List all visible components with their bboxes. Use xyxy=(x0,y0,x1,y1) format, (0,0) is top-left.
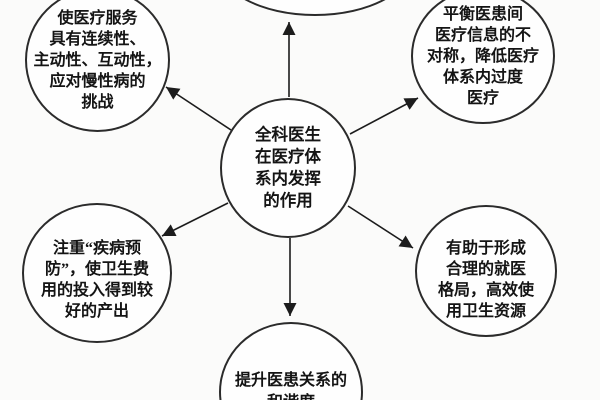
node-top-left-text: 使医疗服务 具有连续性、 主动性、互动性， 应对慢性病的 挑战 xyxy=(33,8,161,113)
node-line: 格局，高效使 xyxy=(437,282,534,299)
node-line: 防”，使卫生费 xyxy=(44,261,149,278)
node-top-right-circle: 平衡医患间 医疗信息的不 对称，降低医疗 体系内过度 医疗 xyxy=(411,0,555,124)
node-line: 平衡医患间 xyxy=(442,5,523,23)
hub-circle: 全科医生 在医疗体 系内发挥 的作用 xyxy=(220,98,356,238)
node-line: 医疗 xyxy=(466,89,499,107)
node-bottom-text: 提升医患关系的 和谐度 xyxy=(235,370,347,400)
hub-line: 在医疗体 xyxy=(255,147,321,166)
node-line: 有助于形成 xyxy=(445,240,526,257)
node-bottom-right-circle: 有助于形成 合理的就医 格局，高效使 用卫生资源 xyxy=(415,205,557,337)
node-line: 和谐度 xyxy=(235,392,347,400)
node-line: 好的产出 xyxy=(64,303,129,320)
hub-line: 系内发挥 xyxy=(255,169,321,188)
node-line: 挑战 xyxy=(81,93,114,111)
node-line: 提升医患关系的 xyxy=(234,372,347,389)
hub-line: 的作用 xyxy=(263,191,313,210)
node-top-circle xyxy=(215,0,415,16)
node-bottom-left-text: 注重“疾病预 防”，使卫生费 用的投入得到较 好的产出 xyxy=(41,224,153,322)
node-line: 具有连续性、 xyxy=(49,30,146,48)
node-line: 合理的就医 xyxy=(445,261,526,278)
node-bottom-right-text: 有助于形成 合理的就医 格局，高效使 用卫生资源 xyxy=(438,220,534,322)
node-line: 使医疗服务 xyxy=(57,9,138,27)
node-line: 医疗信息的不 xyxy=(434,26,531,44)
node-line: 用的投入得到较 xyxy=(40,282,153,299)
arrow-to-bottom-left-node xyxy=(161,202,229,237)
node-line: 体系内过度 xyxy=(442,68,523,86)
arrow-to-top-left-node xyxy=(165,86,232,131)
node-line: 主动性、互动性， xyxy=(33,51,162,69)
hub-line: 全科医生 xyxy=(255,125,321,144)
node-top-right-text: 平衡医患间 医疗信息的不 对称，降低医疗 体系内过度 医疗 xyxy=(427,4,539,109)
arrow-to-bottom-right-node xyxy=(347,205,414,249)
hub-text: 全科医生 在医疗体 系内发挥 的作用 xyxy=(255,124,321,212)
node-line: 用卫生资源 xyxy=(445,303,526,320)
node-line: 注重“疾病预 xyxy=(52,240,141,257)
node-top-left-circle: 使医疗服务 具有连续性、 主动性、互动性， 应对慢性病的 挑战 xyxy=(25,0,170,132)
node-bottom-circle: 提升医患关系的 和谐度 xyxy=(219,322,363,400)
node-line: 应对慢性病的 xyxy=(49,72,146,90)
node-line: 对称，降低医疗 xyxy=(426,47,539,65)
node-bottom-left-circle: 注重“疾病预 防”，使卫生费 用的投入得到较 好的产出 xyxy=(22,203,172,343)
arrow-to-top-right-node xyxy=(349,97,419,135)
